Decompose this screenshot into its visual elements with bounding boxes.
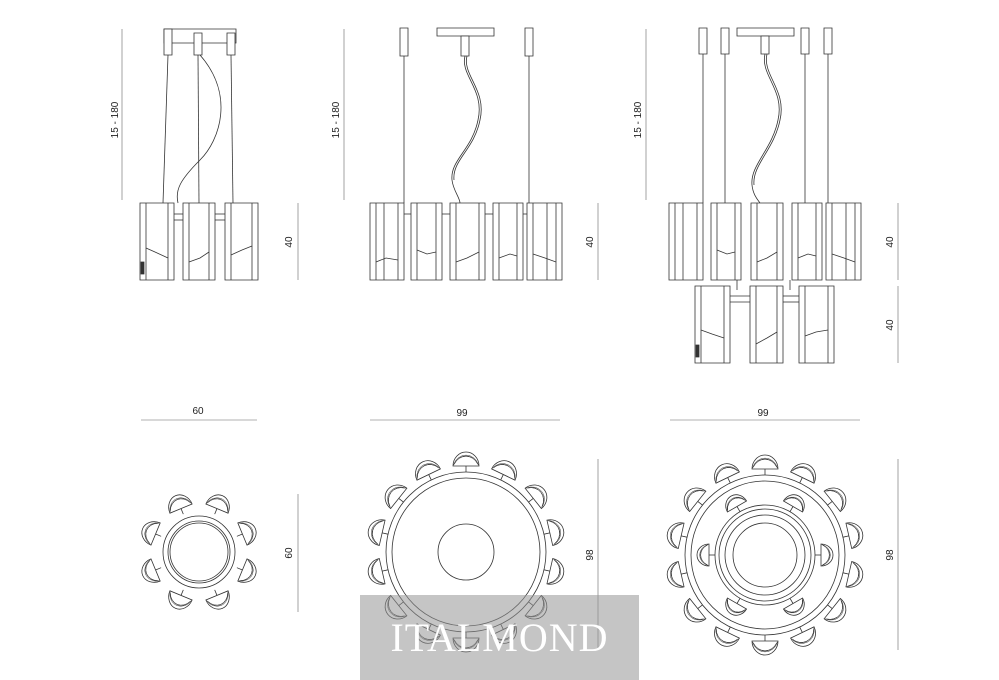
model-1-width-label: 60 [192,406,204,417]
shade-segment [232,518,260,548]
shade-segment [752,455,778,475]
shade-segment [679,595,711,628]
shade-segment [204,585,234,613]
shade-segment [665,520,690,550]
shade-segment [411,456,443,485]
brand-watermark-text: ITALMOND [390,615,609,660]
model-3-side-view [646,28,898,363]
shade-segment [665,560,690,590]
shade-segment [232,557,260,587]
shade-segment [453,452,479,472]
shade-segment [780,593,808,620]
shade-segment [541,517,566,547]
shade-segment [721,593,749,620]
model-3-suspension-label: 15 - 180 [633,101,644,138]
shade-segment [489,456,521,485]
model-2-side-view [344,28,598,280]
model-3-depth-label: 98 [885,549,896,561]
shade-segment [710,621,742,650]
shade-segment [366,557,391,587]
model-3-upper-height-label: 40 [885,236,896,248]
shade-segment [541,557,566,587]
model-1-depth-label: 60 [284,547,295,559]
shade-segment [165,491,195,519]
shade-segment [165,585,195,613]
model-3-width-label: 99 [757,408,769,419]
shade-segment [380,479,412,512]
shade-segment [204,491,234,519]
model-2-height-label: 40 [585,236,596,248]
shade-segment [679,482,711,515]
shade-segment [520,479,552,512]
shade-segment [366,517,391,547]
model-3-lower-height-label: 40 [885,319,896,331]
model-2-depth-label: 98 [585,549,596,561]
model-2-width-label: 99 [456,408,468,419]
shade-segment [840,520,865,550]
model-3-top-view [665,420,898,655]
shade-segment [780,491,808,518]
shade-segment [138,518,166,548]
model-1-suspension-label: 15 - 180 [110,101,121,138]
shade-segment [819,482,851,515]
model-1-top-view [138,420,298,613]
shade-segment [138,557,166,587]
shade-segment [752,635,778,655]
model-1-side-view [122,29,298,280]
shade-segment [710,459,742,488]
shade-segment [697,544,715,566]
shade-segment [819,595,851,628]
shade-segment [815,544,833,566]
model-2-suspension-label: 15 - 180 [331,101,342,138]
brand-watermark: ITALMOND [360,595,639,680]
model-1-height-label: 40 [284,236,295,248]
shade-segment [721,491,749,518]
shade-segment [788,621,820,650]
shade-segment [788,459,820,488]
shade-segment [840,560,865,590]
